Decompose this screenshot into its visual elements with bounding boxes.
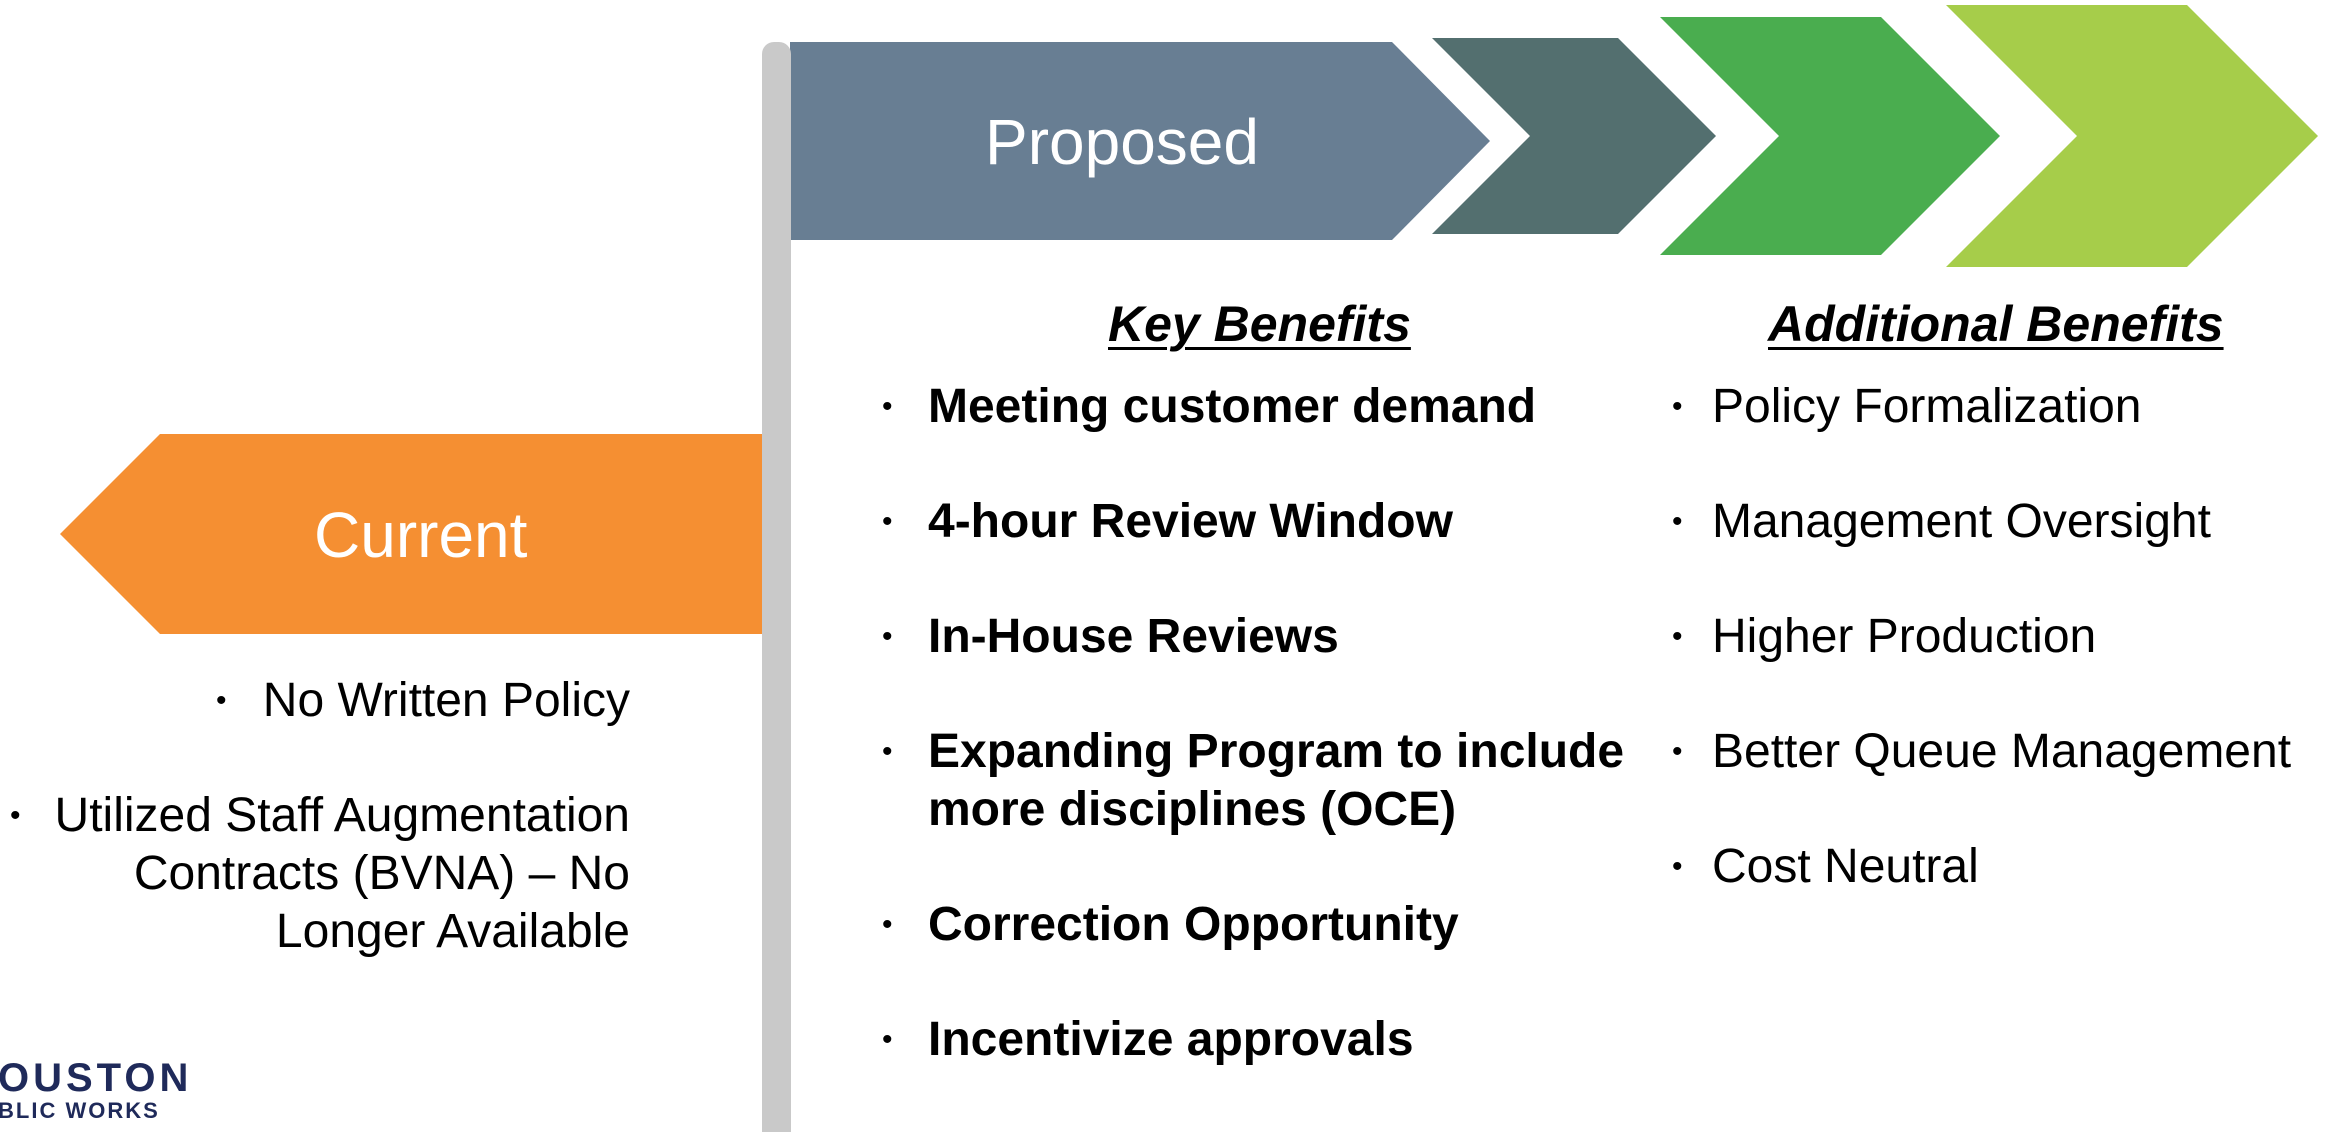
bullet-icon: • <box>1672 620 1683 653</box>
additional-benefit-item: • Policy Formalization <box>1672 378 2141 436</box>
chevron-green-arrow <box>1660 17 2000 255</box>
bullet-icon: • <box>1672 505 1683 538</box>
houston-public-works-logo: OUSTON BLIC WORKS <box>0 1056 193 1123</box>
additional-benefit-item: • Management Oversight <box>1672 493 2211 551</box>
bullet-icon: • <box>882 1023 893 1056</box>
chevron-dark-arrow <box>1432 38 1716 234</box>
current-list: • No Written Policy • Utilized Staff Aug… <box>0 0 630 1132</box>
key-benefit-item: • Expanding Program to include more disc… <box>882 725 1625 836</box>
bullet-icon: • <box>882 908 893 941</box>
key-benefit-item: • 4-hour Review Window <box>882 493 1453 551</box>
current-item-continued: Contracts (BVNA) – No <box>133 847 630 900</box>
current-banner <box>60 434 762 634</box>
key-benefits-heading: Key Benefits <box>1108 296 1411 352</box>
proposed-banner <box>790 42 1490 240</box>
bullet-icon: • <box>216 684 227 717</box>
bullet-icon: • <box>882 505 893 538</box>
additional-benefits-heading: Additional Benefits <box>1768 296 2224 352</box>
bullet-icon: • <box>882 390 893 423</box>
bullet-icon: • <box>1672 850 1683 883</box>
bullet-icon: • <box>1672 735 1683 768</box>
proposed-label: Proposed <box>985 106 1259 178</box>
additional-benefit-item: • Higher Production <box>1672 608 2096 666</box>
current-item-continued: Longer Available <box>275 905 630 958</box>
additional-benefit-item: • Better Queue Management <box>1672 723 2291 781</box>
bullet-icon: • <box>882 735 893 768</box>
current-label: Current <box>314 499 528 571</box>
key-benefit-item: • Correction Opportunity <box>882 896 1459 954</box>
chevron-lime-arrow <box>1946 5 2318 267</box>
current-item: No Written Policy <box>262 674 630 727</box>
key-benefit-item: • Meeting customer demand <box>882 378 1536 436</box>
additional-benefit-item: • Cost Neutral <box>1672 838 1979 896</box>
bullet-icon: • <box>882 620 893 653</box>
bullet-icon: • <box>1672 390 1683 423</box>
key-benefit-item: • Incentivize approvals <box>882 1011 1414 1069</box>
vertical-divider <box>762 42 791 1132</box>
key-benefit-item: • In-House Reviews <box>882 608 1339 666</box>
bullet-icon: • <box>10 799 21 832</box>
current-item: Utilized Staff Augmentation <box>54 789 630 842</box>
